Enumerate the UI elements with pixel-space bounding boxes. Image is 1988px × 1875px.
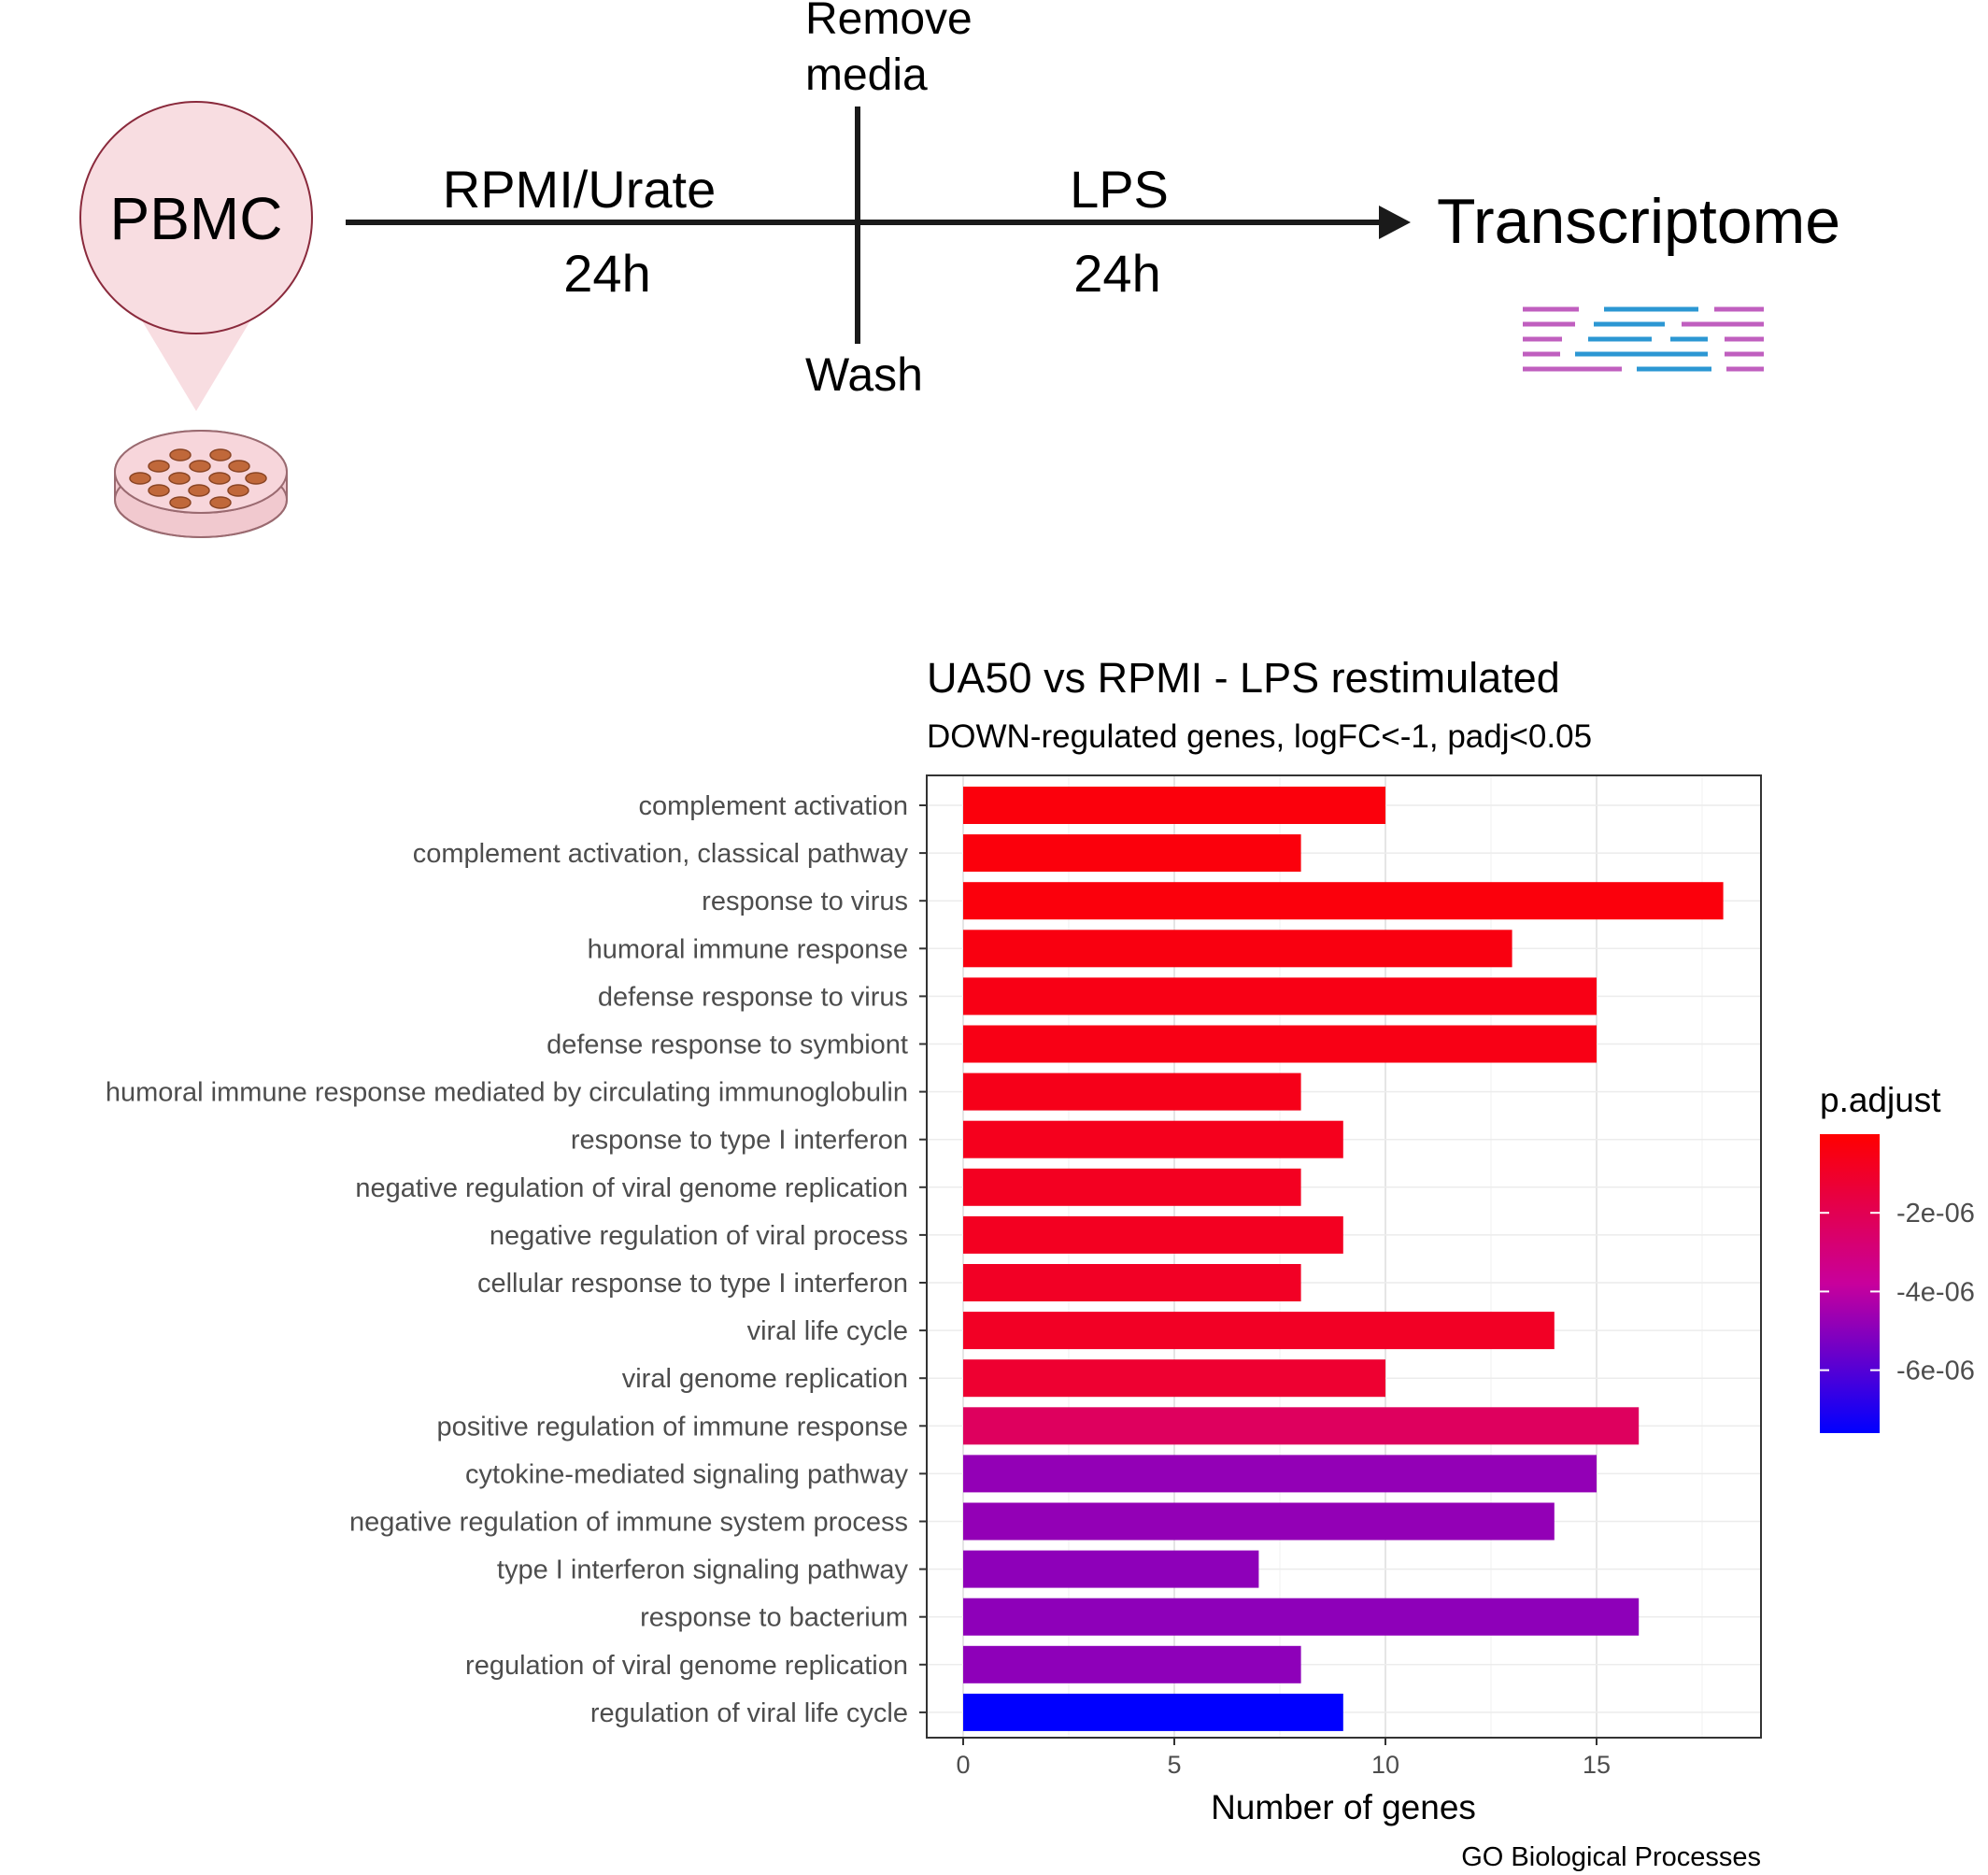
category-label: negative regulation of immune system pro… bbox=[349, 1508, 908, 1538]
plot-background bbox=[927, 775, 1761, 1738]
step2-duration: 24h bbox=[1073, 244, 1160, 303]
bar bbox=[963, 1168, 1301, 1206]
x-axis-ticks: 0 5 10 15 bbox=[956, 1738, 1611, 1779]
x-tick-label: 5 bbox=[1167, 1751, 1181, 1779]
bar bbox=[963, 930, 1512, 968]
step2-treatment: LPS bbox=[1070, 160, 1169, 219]
category-label: humoral immune response bbox=[588, 934, 908, 964]
category-label: response to type I interferon bbox=[571, 1126, 908, 1156]
bar bbox=[963, 1025, 1597, 1063]
step1-duration: 24h bbox=[563, 244, 650, 303]
bar bbox=[963, 1598, 1640, 1636]
sequencing-reads-icon bbox=[1523, 306, 1764, 372]
bar bbox=[963, 1550, 1259, 1588]
bar bbox=[963, 1120, 1343, 1158]
category-label: viral life cycle bbox=[747, 1316, 908, 1346]
plot-panel-border bbox=[926, 774, 1762, 1739]
category-label: regulation of viral life cycle bbox=[590, 1698, 908, 1728]
x-tick-label: 15 bbox=[1583, 1751, 1611, 1779]
legend-ticks: -2e-06 -4e-06 -6e-06 bbox=[1820, 1199, 1975, 1386]
x-axis-label: Number of genes bbox=[1211, 1788, 1476, 1826]
category-label: type I interferon signaling pathway bbox=[497, 1555, 909, 1585]
chart-title: UA50 vs RPMI - LPS restimulated bbox=[927, 654, 1560, 702]
bar bbox=[963, 977, 1597, 1016]
callout-pointer bbox=[140, 318, 252, 411]
legend-title: p.adjust bbox=[1820, 1081, 1941, 1119]
legend-tick-label: -6e-06 bbox=[1896, 1357, 1975, 1386]
category-label: complement activation, classical pathway bbox=[413, 839, 909, 869]
pbmc-label: PBMC bbox=[110, 185, 283, 252]
bar bbox=[963, 882, 1724, 920]
grid bbox=[927, 775, 1761, 1738]
x-tick-label: 10 bbox=[1371, 1751, 1399, 1779]
category-label: humoral immune response mediated by circ… bbox=[106, 1078, 908, 1108]
bars bbox=[963, 787, 1724, 1731]
category-label: cellular response to type I interferon bbox=[477, 1269, 908, 1299]
bar bbox=[963, 1693, 1343, 1731]
legend-tick-label: -4e-06 bbox=[1896, 1277, 1975, 1307]
bar bbox=[963, 1072, 1301, 1111]
bar bbox=[963, 1264, 1301, 1301]
bar bbox=[963, 1645, 1301, 1683]
bar bbox=[963, 787, 1385, 824]
category-label: response to bacterium bbox=[640, 1603, 908, 1633]
category-labels: complement activation complement activati… bbox=[106, 791, 927, 1728]
legend-tick-label: -2e-06 bbox=[1896, 1199, 1975, 1229]
category-label: viral genome replication bbox=[622, 1364, 908, 1394]
category-label: cytokine-mediated signaling pathway bbox=[465, 1459, 908, 1489]
bar bbox=[963, 1215, 1343, 1254]
category-label: defense response to virus bbox=[598, 982, 908, 1012]
bar bbox=[963, 1359, 1385, 1398]
chart-caption: GO Biological Processes bbox=[1461, 1842, 1761, 1872]
bar bbox=[963, 1502, 1555, 1541]
category-label: positive regulation of immune response bbox=[436, 1412, 908, 1442]
category-label: negative regulation of viral process bbox=[490, 1221, 908, 1251]
chart-subtitle: DOWN-regulated genes, logFC<-1, padj<0.0… bbox=[927, 718, 1592, 755]
x-tick-label: 0 bbox=[956, 1751, 970, 1779]
category-label: response to virus bbox=[702, 887, 908, 916]
pbmc-circle bbox=[79, 101, 313, 334]
remove-media-label: Remove media bbox=[805, 0, 985, 100]
step1-treatment: RPMI/Urate bbox=[443, 160, 717, 219]
petri-dish-icon bbox=[114, 430, 288, 538]
legend-colorbar bbox=[1820, 1134, 1880, 1433]
experiment-scheme: PBMC RPMI/Urate 24h Re bbox=[79, 0, 1840, 538]
bar bbox=[963, 834, 1301, 873]
bar bbox=[963, 1312, 1555, 1350]
category-label: regulation of viral genome replication bbox=[465, 1651, 908, 1681]
bar bbox=[963, 1455, 1597, 1493]
wash-label: Wash bbox=[805, 348, 923, 401]
bar bbox=[963, 1407, 1640, 1445]
category-label: complement activation bbox=[638, 791, 908, 821]
timeline-arrowhead bbox=[1379, 206, 1411, 239]
category-label: defense response to symbiont bbox=[547, 1030, 908, 1060]
category-label: negative regulation of viral genome repl… bbox=[355, 1173, 908, 1203]
transcriptome-label: Transcriptome bbox=[1437, 186, 1840, 257]
